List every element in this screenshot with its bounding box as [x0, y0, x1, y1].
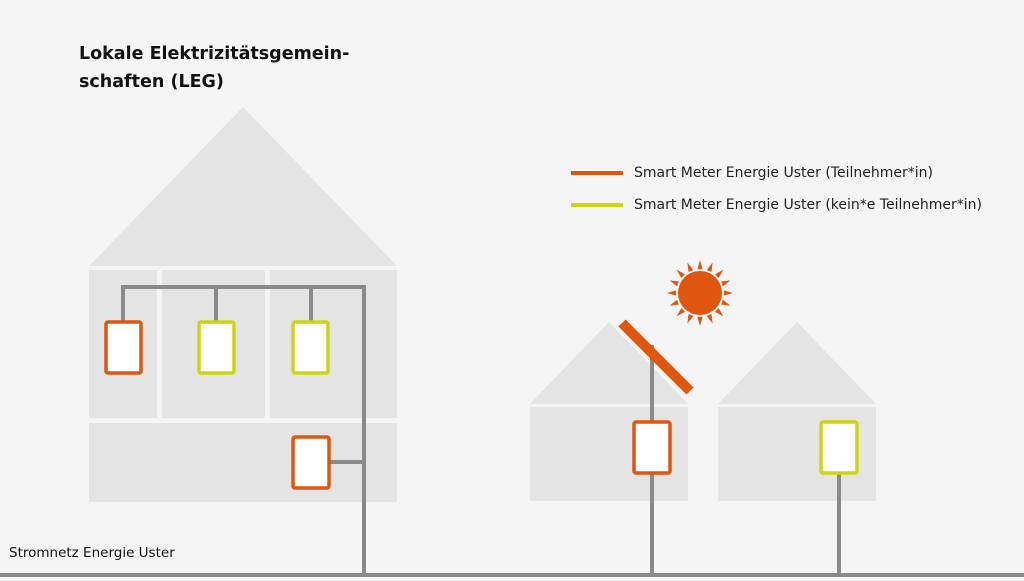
smart-meter	[197, 320, 236, 375]
sun-ray	[706, 262, 713, 272]
sun-ray	[676, 269, 685, 278]
legend: Smart Meter Energie Uster (Teilnehmer*in…	[571, 158, 982, 222]
grid-label: Stromnetz Energie Uster	[9, 545, 175, 561]
sun-ray	[723, 290, 733, 296]
solar-house-roof	[530, 322, 688, 404]
sun-ray	[721, 299, 731, 306]
legend-swatch-non-participant	[571, 203, 623, 207]
title-line-1: Lokale Elektrizitätsgemein-	[79, 44, 350, 64]
sun-ray	[721, 280, 731, 287]
smart-meter	[104, 320, 143, 375]
apartment-roof	[89, 107, 397, 266]
sun-ray	[715, 269, 724, 278]
diagram-title: Lokale Elektrizitätsgemein- schaften (LE…	[79, 40, 349, 96]
legend-label-non-participant: Smart Meter Energie Uster (kein*e Teilne…	[634, 197, 982, 213]
legend-item-non-participant: Smart Meter Energie Uster (kein*e Teilne…	[571, 190, 982, 220]
sun-ray	[697, 316, 703, 326]
solar-panel-icon	[618, 319, 694, 395]
right-house-roof	[718, 322, 876, 404]
sun-ray	[669, 299, 679, 306]
apartment-main-wire	[121, 285, 366, 575]
sun-ray	[687, 314, 694, 324]
smart-meter	[819, 420, 859, 475]
smart-meter	[291, 320, 330, 375]
sun-ray	[697, 260, 703, 270]
meters	[104, 320, 859, 490]
sun-disc	[678, 271, 722, 315]
sun-ray	[676, 308, 685, 317]
sun-ray	[669, 280, 679, 287]
legend-item-participant: Smart Meter Energie Uster (Teilnehmer*in…	[571, 158, 982, 188]
sun-ray	[667, 290, 677, 296]
legend-label-participant: Smart Meter Energie Uster (Teilnehmer*in…	[634, 165, 933, 181]
smart-meter	[291, 435, 331, 490]
sun-ray	[706, 314, 713, 324]
sun-ray	[715, 308, 724, 317]
title-line-2: schaften (LEG)	[79, 72, 224, 92]
sun-ray	[687, 262, 694, 272]
apartment-house	[89, 107, 397, 502]
apartment-unit-3	[270, 270, 397, 418]
smart-meter	[632, 420, 672, 475]
sun-icon	[667, 260, 733, 326]
legend-swatch-participant	[571, 171, 623, 175]
